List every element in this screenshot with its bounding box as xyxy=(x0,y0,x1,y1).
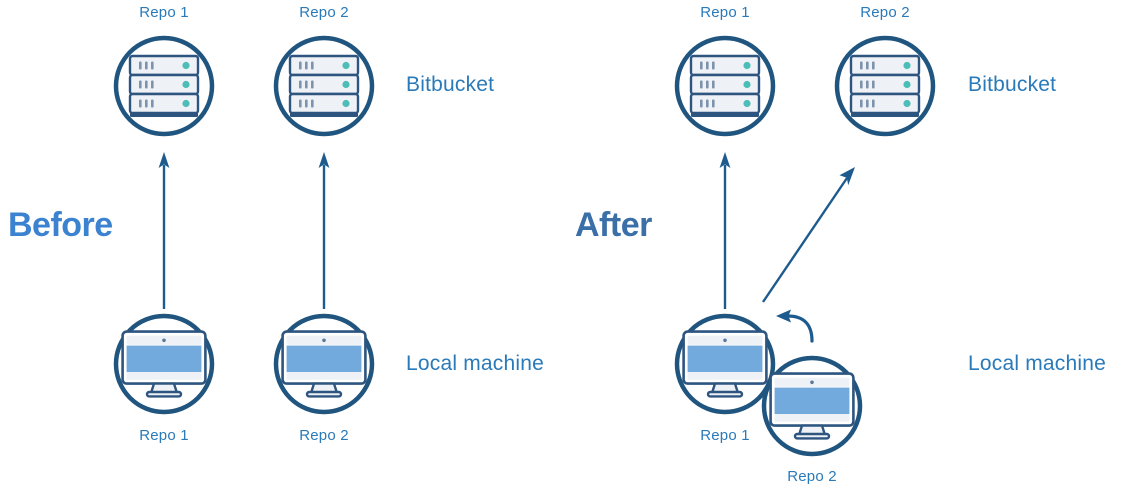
after-push-arrow-repo-2-diagonal xyxy=(762,167,855,303)
section-title-after: After xyxy=(575,206,652,244)
before-push-arrow-repo-2 xyxy=(318,152,330,309)
after-remote-label-repo-2: Repo 2 xyxy=(860,4,910,21)
after-nested-repo-curved-arrow xyxy=(776,309,814,343)
after-local-node-repo-2[interactable] xyxy=(761,355,863,457)
after-push-arrow-repo-1 xyxy=(719,152,731,309)
after-local-label-repo-2: Repo 2 xyxy=(787,468,837,485)
after-local-node-repo-1[interactable] xyxy=(674,313,776,415)
section-title-before: Before xyxy=(8,206,113,244)
before-local-node-repo-1[interactable] xyxy=(113,313,215,415)
before-local-label-repo-2: Repo 2 xyxy=(299,427,349,444)
row-label-bitbucket-after: Bitbucket xyxy=(968,73,1057,96)
before-local-node-repo-2[interactable] xyxy=(273,313,375,415)
before-local-label-repo-1: Repo 1 xyxy=(139,427,189,444)
row-label-local-machine-before: Local machine xyxy=(406,352,545,375)
row-label-local-machine-after: Local machine xyxy=(968,352,1107,375)
before-remote-label-repo-2: Repo 2 xyxy=(299,4,349,21)
after-remote-node-repo-2[interactable] xyxy=(834,35,936,137)
before-push-arrow-repo-1 xyxy=(158,152,170,309)
before-remote-node-repo-1[interactable] xyxy=(113,35,215,137)
after-local-label-repo-1: Repo 1 xyxy=(700,427,750,444)
after-remote-label-repo-1: Repo 1 xyxy=(700,4,750,21)
before-remote-label-repo-1: Repo 1 xyxy=(139,4,189,21)
after-remote-node-repo-1[interactable] xyxy=(674,35,776,137)
before-remote-node-repo-2[interactable] xyxy=(273,35,375,137)
row-label-bitbucket-before: Bitbucket xyxy=(406,73,495,96)
